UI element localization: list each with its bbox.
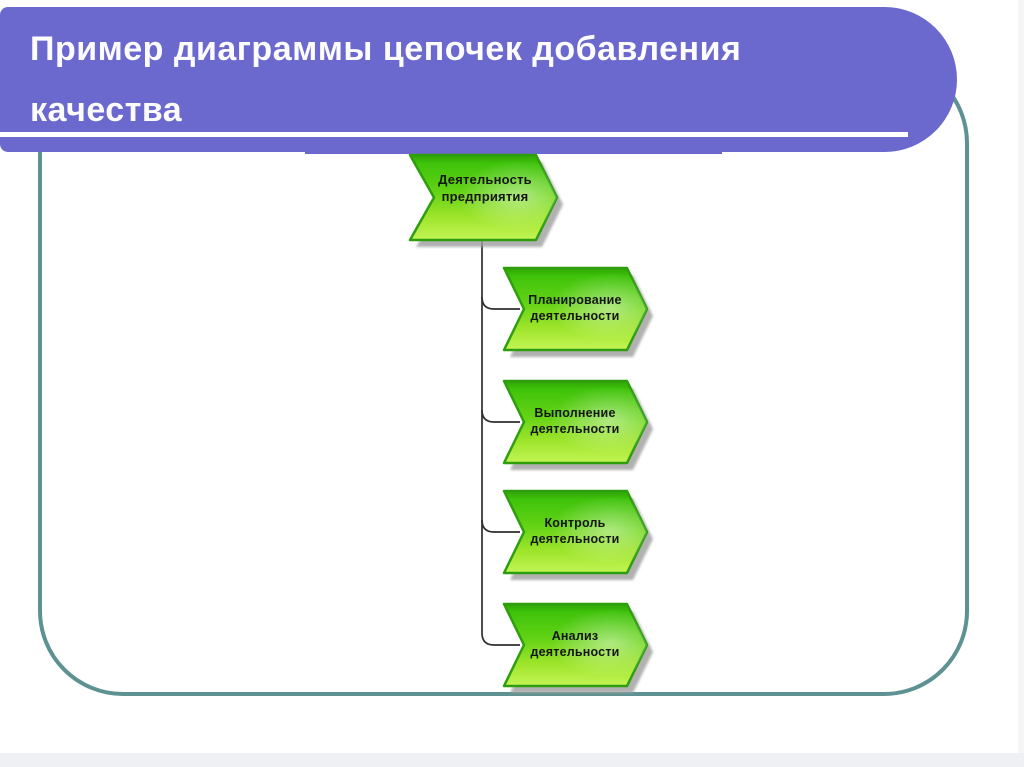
vac-shape-root-gloss [410, 155, 557, 240]
page-title: Пример диаграммы цепочек добавления каче… [30, 30, 742, 129]
vac-shape-child-3-gloss [504, 491, 647, 573]
slide-edge-right [1018, 0, 1024, 767]
node-label-child-1: Планирование деятельности [528, 293, 622, 323]
connector-branch-1 [481, 296, 520, 310]
connector-trunk [481, 238, 520, 646]
connector-tree [481, 238, 520, 646]
vac-shape-child-4 [502, 602, 653, 693]
vac-shape-child-2-gloss [504, 381, 647, 463]
node-label-child-2: Выполнение деятельности [530, 406, 620, 436]
connector-branch-3 [481, 519, 520, 533]
vac-shape-child-1 [502, 266, 653, 357]
vac-shape-child-2 [502, 379, 653, 470]
connector-branch-2 [481, 409, 520, 423]
vac-shape-child-4-gloss [504, 604, 647, 686]
node-label-root: Деятельность предприятия [438, 172, 532, 204]
vac-shape-root [408, 153, 563, 247]
node-label-child-4: Анализ деятельности [530, 629, 620, 659]
header-banner: Пример диаграммы цепочек добавления каче… [0, 7, 957, 152]
vac-shape-child-3 [502, 489, 653, 580]
title-underline [0, 132, 908, 137]
node-label-child-3: Контроль деятельности [530, 516, 620, 546]
vac-shape-child-1-gloss [504, 268, 647, 350]
slide-edge-bottom [0, 753, 1024, 767]
